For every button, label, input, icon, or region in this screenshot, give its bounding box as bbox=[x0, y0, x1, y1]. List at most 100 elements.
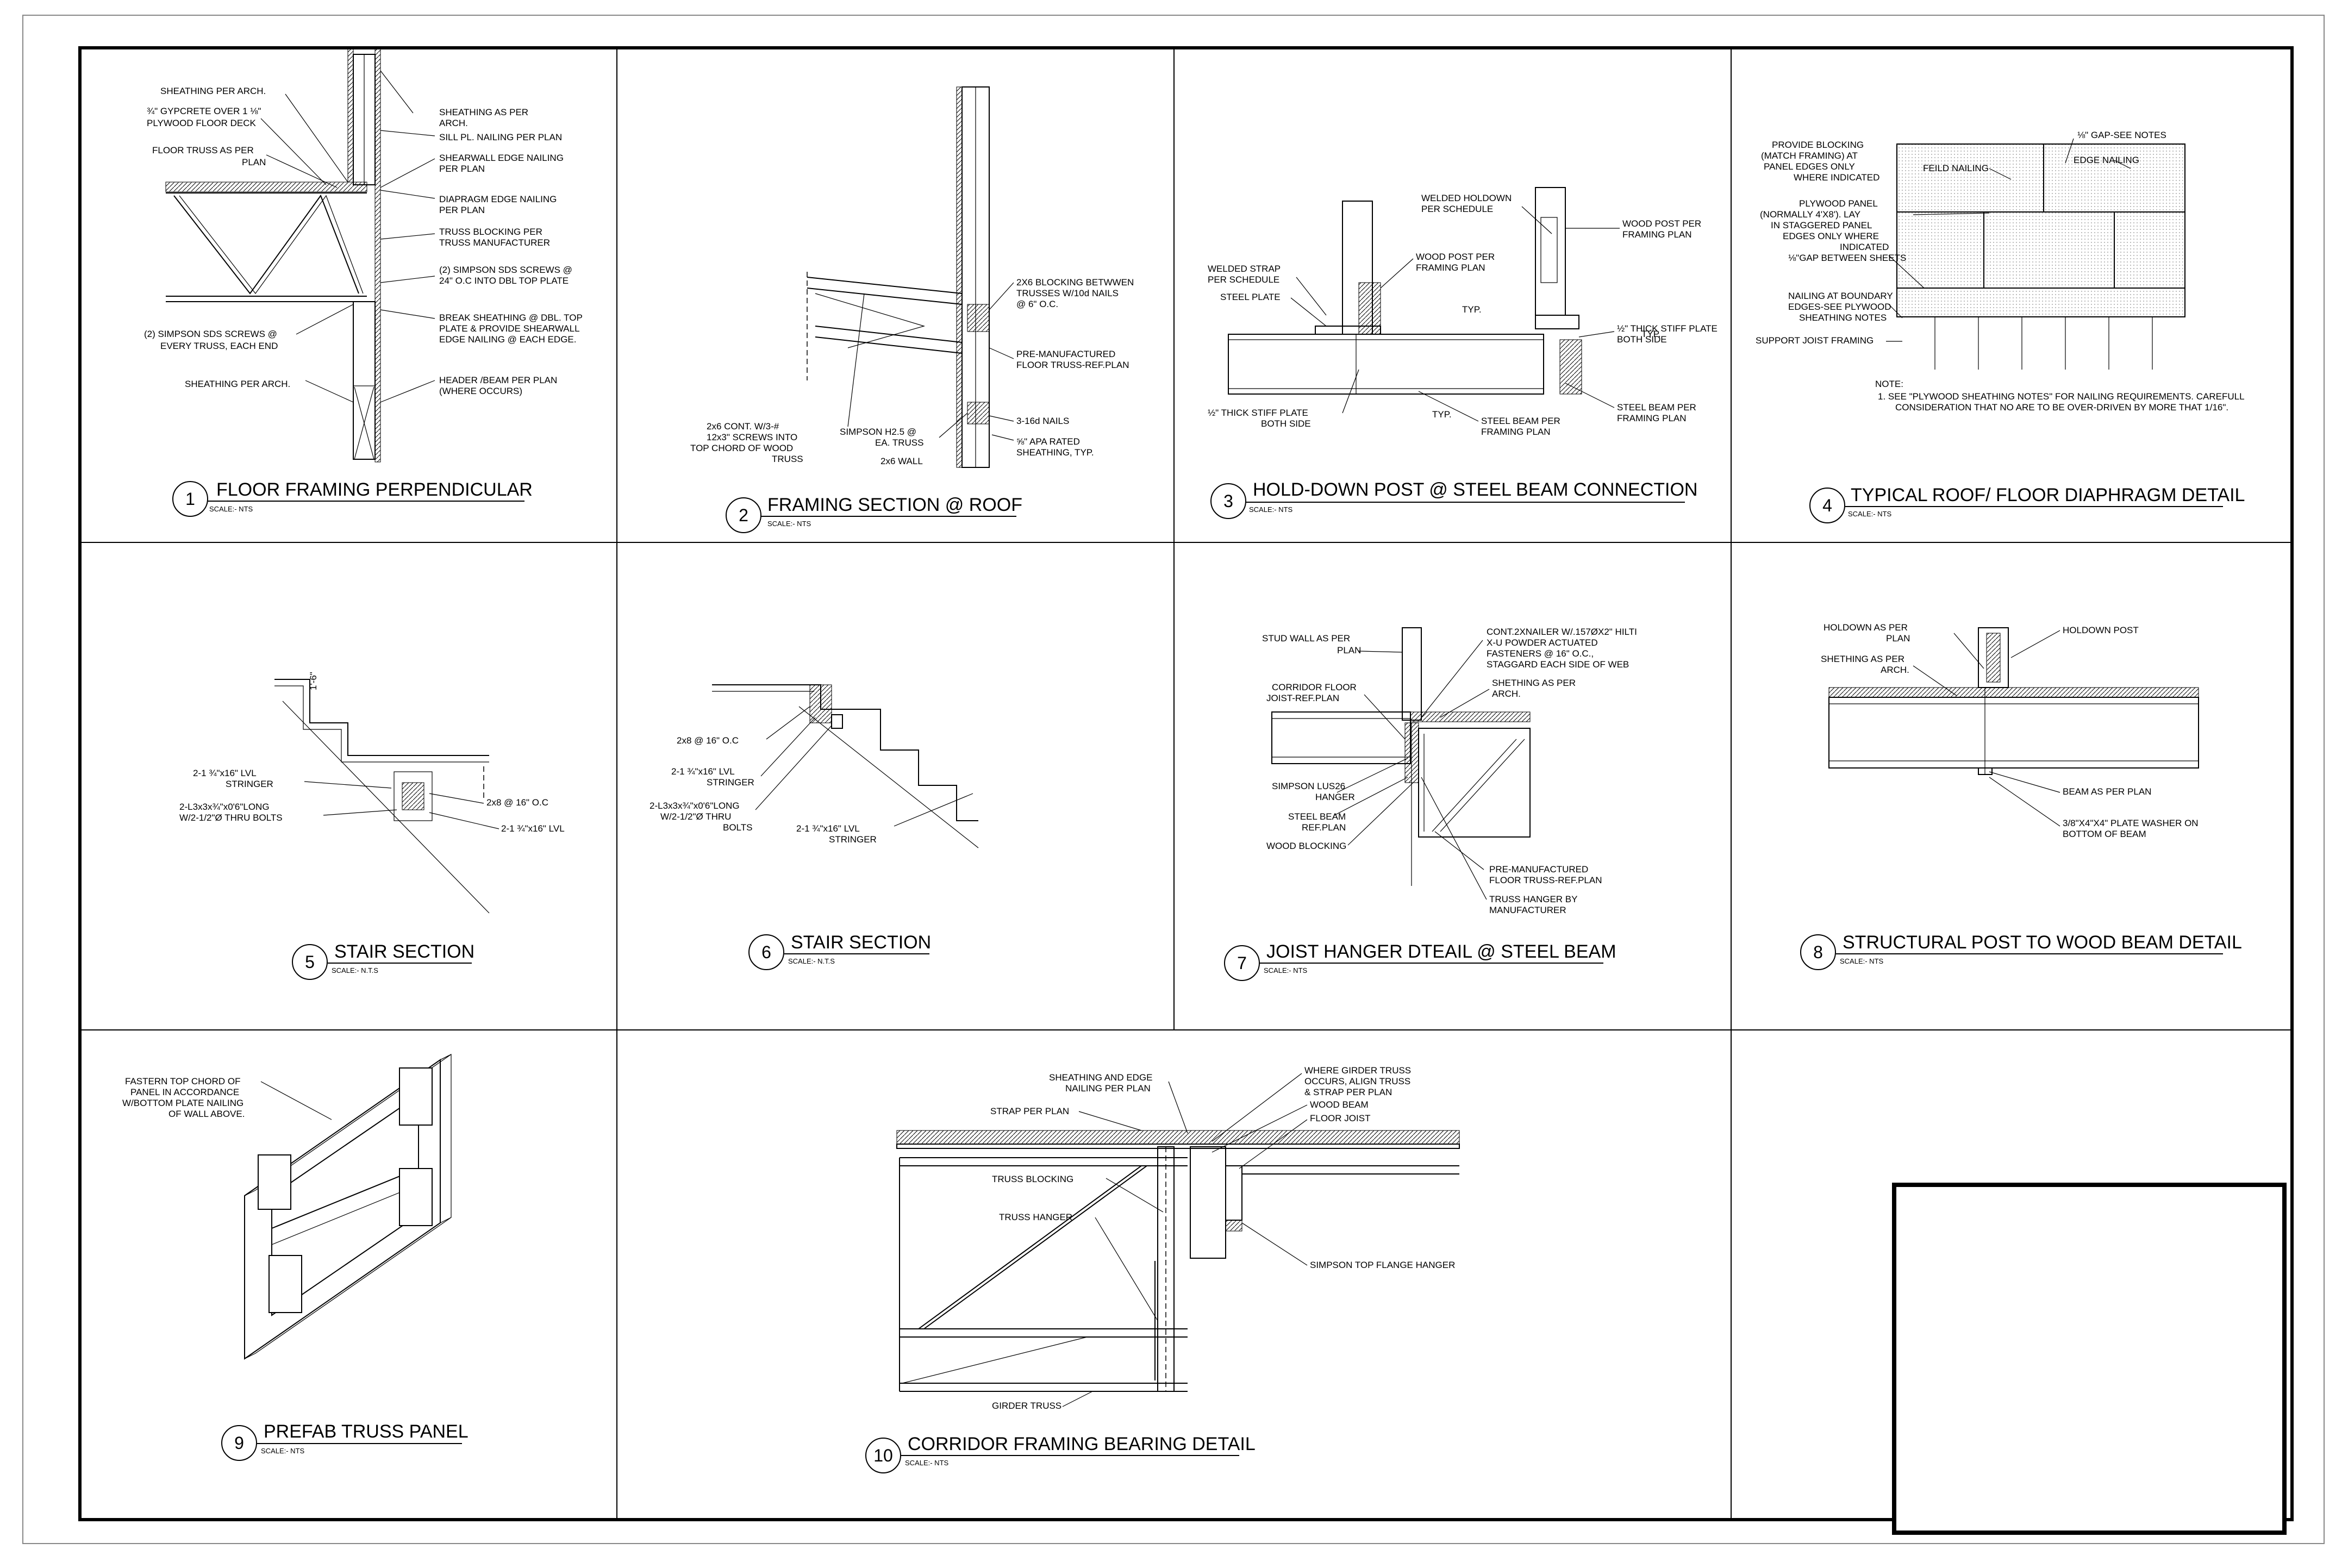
svg-text:PLAN: PLAN bbox=[242, 157, 266, 167]
svg-text:SCALE:- NTS: SCALE:- NTS bbox=[1848, 510, 1892, 518]
svg-text:2x8 @ 16" O.C: 2x8 @ 16" O.C bbox=[677, 735, 739, 746]
svg-text:EVERY TRUSS, EACH END: EVERY TRUSS, EACH END bbox=[160, 341, 278, 351]
svg-text:SCALE:- NTS: SCALE:- NTS bbox=[767, 520, 811, 528]
svg-text:2x6 CONT. W/3-#: 2x6 CONT. W/3-# bbox=[707, 421, 779, 432]
detail-1-floor-framing bbox=[165, 48, 381, 463]
detail-3-leaders bbox=[1290, 206, 1620, 422]
svg-text:PRE-MANUFACTURED: PRE-MANUFACTURED bbox=[1489, 864, 1588, 874]
svg-text:FRAMING SECTION @ ROOF: FRAMING SECTION @ ROOF bbox=[767, 495, 1022, 515]
svg-text:EDGE NAILING: EDGE NAILING bbox=[2074, 155, 2139, 165]
svg-text:TRUSS BLOCKING: TRUSS BLOCKING bbox=[992, 1174, 1073, 1184]
detail-3-title: 3 HOLD-DOWN POST @ STEEL BEAM CONNECTION… bbox=[1210, 479, 1698, 519]
svg-text:BOTTOM OF BEAM: BOTTOM OF BEAM bbox=[2063, 829, 2146, 839]
svg-text:WELDED STRAP: WELDED STRAP bbox=[1208, 264, 1281, 274]
svg-text:PLATE & PROVIDE SHEARWALL: PLATE & PROVIDE SHEARWALL bbox=[439, 323, 580, 334]
svg-text:STRINGER: STRINGER bbox=[829, 834, 877, 845]
svg-text:TRUSS BLOCKING PER: TRUSS BLOCKING PER bbox=[439, 227, 542, 237]
svg-text:HOLD-DOWN POST @ STEEL BEAM CO: HOLD-DOWN POST @ STEEL BEAM CONNECTION bbox=[1253, 479, 1698, 500]
svg-text:STRINGER: STRINGER bbox=[226, 779, 273, 789]
svg-text:STEEL BEAM PER: STEEL BEAM PER bbox=[1481, 416, 1560, 426]
svg-text:PRE-MANUFACTURED: PRE-MANUFACTURED bbox=[1016, 349, 1115, 359]
svg-text:TRUSS HANGER BY: TRUSS HANGER BY bbox=[1489, 894, 1577, 904]
svg-text:10: 10 bbox=[873, 1446, 893, 1465]
svg-text:SCALE:- NTS: SCALE:- NTS bbox=[1264, 966, 1308, 974]
svg-text:TYP.: TYP. bbox=[1641, 329, 1661, 339]
svg-text:CONSIDERATION THAT NO ARE TO B: CONSIDERATION THAT NO ARE TO BE OVER-DRI… bbox=[1895, 402, 2228, 413]
svg-text:SIMPSON TOP FLANGE HANGER: SIMPSON TOP FLANGE HANGER bbox=[1310, 1260, 1455, 1270]
sheet-frame bbox=[78, 46, 2294, 1521]
svg-text:2-1 ¾"x16" LVL: 2-1 ¾"x16" LVL bbox=[193, 768, 257, 778]
svg-text:SILL PL. NAILING PER PLAN: SILL PL. NAILING PER PLAN bbox=[439, 132, 562, 142]
svg-text:HEADER /BEAM PER PLAN: HEADER /BEAM PER PLAN bbox=[439, 375, 557, 385]
detail-4-title: 4 TYPICAL ROOF/ FLOOR DIAPHRAGM DETAIL S… bbox=[1809, 485, 2245, 523]
detail-2-roof-section bbox=[807, 86, 990, 468]
detail-10-leaders bbox=[1062, 1073, 1308, 1407]
svg-text:1: 1 bbox=[185, 489, 195, 509]
svg-text:IN STAGGERED PANEL: IN STAGGERED PANEL bbox=[1771, 220, 1872, 230]
svg-text:HOLDOWN AS PER: HOLDOWN AS PER bbox=[1824, 622, 1908, 633]
svg-text:WOOD POST PER: WOOD POST PER bbox=[1622, 218, 1701, 229]
svg-text:STEEL BEAM PER: STEEL BEAM PER bbox=[1617, 402, 1696, 413]
svg-text:9: 9 bbox=[234, 1433, 244, 1453]
detail-2-notes: 2X6 BLOCKING BETWWEN TRUSSES W/10d NAILS… bbox=[690, 277, 1134, 466]
detail-1-leaders bbox=[260, 70, 435, 403]
svg-text:SHETHING AS PER: SHETHING AS PER bbox=[1492, 678, 1576, 688]
detail-4-diaphragm bbox=[1896, 143, 2185, 370]
svg-text:WHERE GIRDER TRUSS: WHERE GIRDER TRUSS bbox=[1304, 1065, 1411, 1076]
svg-text:SCALE:- NTS: SCALE:- NTS bbox=[261, 1447, 305, 1455]
detail-grid bbox=[80, 48, 2292, 1520]
detail-6-notes: 2x8 @ 16" O.C 2-1 ¾"x16" LVL STRINGER 2-… bbox=[650, 735, 877, 845]
svg-text:WELDED HOLDOWN: WELDED HOLDOWN bbox=[1421, 193, 1512, 203]
svg-text:PER SCHEDULE: PER SCHEDULE bbox=[1421, 204, 1493, 214]
svg-text:SHEATHING PER ARCH.: SHEATHING PER ARCH. bbox=[185, 379, 290, 389]
svg-text:CORRIDOR FLOOR: CORRIDOR FLOOR bbox=[1272, 682, 1357, 692]
svg-text:DIAPRAGM EDGE NAILING: DIAPRAGM EDGE NAILING bbox=[439, 194, 557, 204]
svg-text:ARCH.: ARCH. bbox=[439, 118, 468, 128]
svg-text:1. SEE "PLYWOOD SHEATHING NOT: 1. SEE "PLYWOOD SHEATHING NOTES" FOR NAI… bbox=[1878, 391, 2245, 402]
svg-text:3: 3 bbox=[1223, 491, 1233, 511]
svg-text:3/8"X4"X4" PLATE WASHER ON: 3/8"X4"X4" PLATE WASHER ON bbox=[2063, 818, 2199, 828]
svg-text:PREFAB TRUSS PANEL: PREFAB TRUSS PANEL bbox=[264, 1421, 469, 1442]
svg-text:PROVIDE BLOCKING: PROVIDE BLOCKING bbox=[1772, 140, 1864, 150]
svg-text:WOOD POST PER: WOOD POST PER bbox=[1416, 252, 1495, 262]
svg-text:1'-6": 1'-6" bbox=[308, 672, 319, 690]
svg-text:HOLDOWN POST: HOLDOWN POST bbox=[2063, 625, 2139, 635]
svg-text:W/BOTTOM PLATE NAILING: W/BOTTOM PLATE NAILING bbox=[122, 1098, 243, 1108]
svg-text:5: 5 bbox=[305, 952, 315, 972]
svg-text:PLAN: PLAN bbox=[1337, 645, 1361, 655]
detail-7-title: 7 JOIST HANGER DTEAIL @ STEEL BEAM SCALE… bbox=[1224, 941, 1616, 981]
detail-10-title: 10 CORRIDOR FRAMING BEARING DETAIL SCALE… bbox=[865, 1434, 1256, 1473]
svg-text:JOIST-REF.PLAN: JOIST-REF.PLAN bbox=[1266, 693, 1339, 703]
svg-text:STEEL BEAM: STEEL BEAM bbox=[1288, 811, 1346, 822]
svg-text:7: 7 bbox=[1237, 953, 1247, 973]
svg-text:(2) SIMPSON SDS SCREWS @: (2) SIMPSON SDS SCREWS @ bbox=[144, 329, 277, 339]
svg-text:STRAP PER PLAN: STRAP PER PLAN bbox=[990, 1106, 1069, 1116]
svg-text:PANEL IN ACCORDANCE: PANEL IN ACCORDANCE bbox=[130, 1087, 239, 1097]
svg-text:SCALE:- NTS: SCALE:- NTS bbox=[1249, 505, 1293, 514]
svg-text:STRUCTURAL POST TO WOOD BEAM D: STRUCTURAL POST TO WOOD BEAM DETAIL bbox=[1843, 932, 2242, 953]
svg-text:¾" GYPCRETE OVER 1 ⅛": ¾" GYPCRETE OVER 1 ⅛" bbox=[147, 106, 261, 116]
svg-text:FRAMING PLAN: FRAMING PLAN bbox=[1416, 263, 1485, 273]
svg-text:CONT.2XNAILER W/.157ØX2" HILTI: CONT.2XNAILER W/.157ØX2" HILTI bbox=[1487, 627, 1637, 637]
svg-text:2-L3x3x¾"x0'6"LONG: 2-L3x3x¾"x0'6"LONG bbox=[179, 802, 270, 812]
detail-3-hold-down bbox=[1228, 187, 1582, 395]
svg-text:FLOOR TRUSS AS PER: FLOOR TRUSS AS PER bbox=[152, 145, 254, 155]
svg-text:PLAN: PLAN bbox=[1886, 633, 1910, 644]
svg-text:TRUSS HANGER: TRUSS HANGER bbox=[999, 1212, 1072, 1222]
svg-text:FLOOR FRAMING PERPENDICULAR: FLOOR FRAMING PERPENDICULAR bbox=[216, 479, 533, 500]
detail-9-title: 9 PREFAB TRUSS PANEL SCALE:- NTS bbox=[221, 1421, 469, 1461]
detail-2-title: 2 FRAMING SECTION @ ROOF SCALE:- NTS bbox=[726, 495, 1022, 533]
svg-text:MANUFACTURER: MANUFACTURER bbox=[1489, 905, 1566, 915]
svg-text:PER PLAN: PER PLAN bbox=[439, 164, 485, 174]
svg-text:4: 4 bbox=[1822, 496, 1832, 515]
svg-text:24" O.C INTO DBL TOP PLATE: 24" O.C INTO DBL TOP PLATE bbox=[439, 276, 569, 286]
svg-text:⅛" GAP-SEE NOTES: ⅛" GAP-SEE NOTES bbox=[2077, 130, 2166, 140]
detail-1-notes: SHEATHING PER ARCH. ¾" GYPCRETE OVER 1 ⅛… bbox=[144, 86, 583, 396]
svg-text:⅛"GAP BETWEEN SHEETS: ⅛"GAP BETWEEN SHEETS bbox=[1788, 253, 1906, 263]
svg-text:SCALE:- N.T.S: SCALE:- N.T.S bbox=[332, 966, 378, 974]
svg-text:BEAM AS PER PLAN: BEAM AS PER PLAN bbox=[2063, 786, 2151, 797]
detail-10-notes: SHEATHING AND EDGE NAILING PER PLAN STRA… bbox=[990, 1065, 1455, 1411]
detail-7-leaders bbox=[1334, 640, 1490, 900]
svg-text:SHEATHING AND EDGE: SHEATHING AND EDGE bbox=[1049, 1072, 1153, 1083]
svg-text:8: 8 bbox=[1813, 942, 1823, 962]
